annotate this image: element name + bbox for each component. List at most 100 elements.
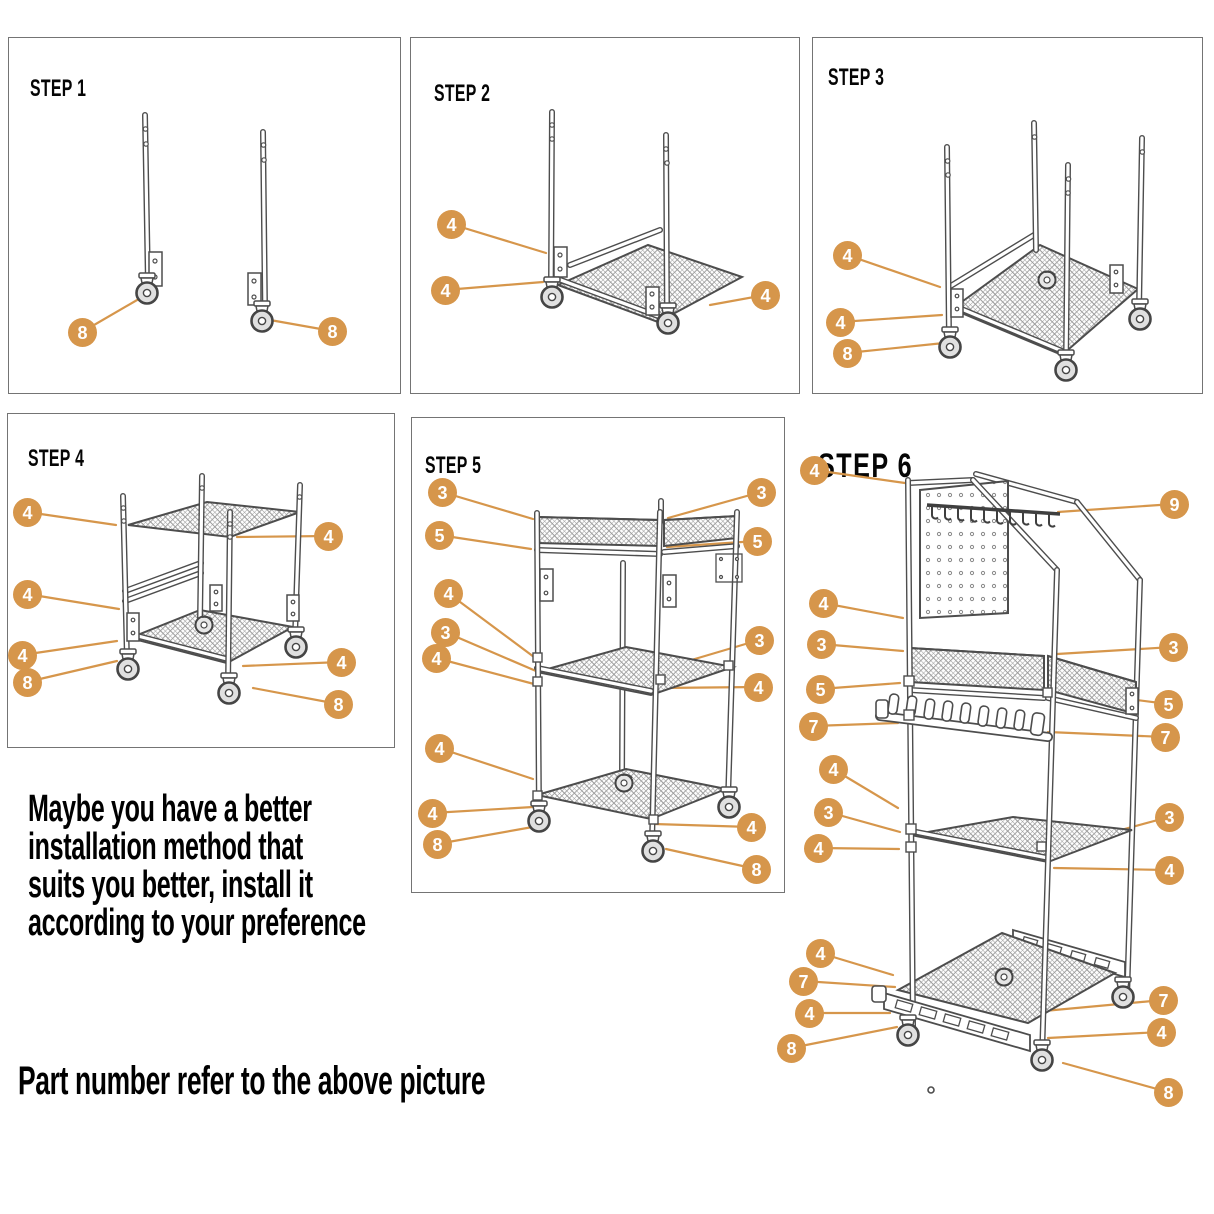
part-number: 4 — [753, 677, 764, 698]
step6-illustration — [871, 471, 1143, 1072]
part-number: 3 — [1168, 637, 1179, 658]
part-callout: 4 — [800, 456, 829, 485]
step2-panel — [410, 37, 800, 394]
part-callout: 3 — [814, 798, 843, 827]
part-number: 8 — [333, 694, 344, 715]
step5-illustration — [527, 498, 743, 863]
part-callout: 4 — [422, 644, 451, 673]
installation-note: Maybe you have a better installation met… — [28, 790, 366, 942]
part-callout: 4 — [826, 308, 855, 337]
part-number: 4 — [22, 502, 33, 523]
part-number: 4 — [17, 645, 28, 666]
part-number: 3 — [440, 622, 451, 643]
part-callout: 7 — [1149, 986, 1178, 1015]
part-number: 4 — [427, 803, 438, 824]
part-number: 5 — [752, 531, 763, 552]
part-number: 9 — [1169, 494, 1180, 515]
part-number: 3 — [823, 802, 834, 823]
note-line: suits you better, install it — [28, 864, 313, 906]
part-number: 5 — [815, 679, 826, 700]
part-callout: 4 — [833, 241, 862, 270]
step4-title: STEP 4 — [28, 444, 85, 472]
step1-illustration — [135, 112, 274, 333]
part-callout: 8 — [1154, 1078, 1183, 1107]
part-callout: 4 — [425, 734, 454, 763]
note-line: according to your preference — [28, 902, 366, 944]
part-callout: 4 — [434, 579, 463, 608]
part-number: 4 — [440, 280, 451, 301]
part-number: 8 — [842, 343, 853, 364]
step3-illustration — [938, 120, 1152, 382]
part-callout: 3 — [1159, 633, 1188, 662]
part-callout: 4 — [737, 813, 766, 842]
part-callout: 5 — [806, 675, 835, 704]
part-callout: 4 — [8, 641, 37, 670]
part-number: 8 — [751, 859, 762, 880]
part-callout: 4 — [437, 210, 466, 239]
part-number: 4 — [809, 460, 820, 481]
part-number: 7 — [1160, 727, 1171, 748]
part-number: 4 — [760, 285, 771, 306]
part-number: 4 — [22, 584, 33, 605]
part-callout: 5 — [1154, 690, 1183, 719]
part-callout: 4 — [418, 799, 447, 828]
part-callout: 3 — [431, 618, 460, 647]
part-number: 3 — [756, 482, 767, 503]
part-callout: 4 — [13, 498, 42, 527]
part-number: 4 — [323, 526, 334, 547]
part-number-note: Part number refer to the above picture — [18, 1059, 486, 1103]
part-number: 4 — [818, 593, 829, 614]
part-number: 3 — [437, 482, 448, 503]
part-callout: 4 — [795, 999, 824, 1028]
part-number: 4 — [434, 738, 445, 759]
part-callout: 8 — [318, 317, 347, 346]
part-number: 4 — [804, 1003, 815, 1024]
part-callout: 4 — [1155, 856, 1184, 885]
part-callout: 4 — [804, 834, 833, 863]
part-callout: 3 — [747, 478, 776, 507]
step5-title: STEP 5 — [425, 451, 482, 479]
part-callout: 5 — [743, 527, 772, 556]
part-number: 4 — [835, 312, 846, 333]
step3-panel — [812, 37, 1203, 394]
part-callout: 4 — [431, 276, 460, 305]
part-number: 8 — [77, 322, 88, 343]
part-number: 3 — [754, 630, 765, 651]
part-callout: 7 — [789, 967, 818, 996]
step5-panel — [411, 417, 785, 893]
part-number: 7 — [798, 971, 809, 992]
part-number: 8 — [786, 1038, 797, 1059]
part-callout: 4 — [751, 281, 780, 310]
part-number: 3 — [816, 634, 827, 655]
part-number: 8 — [432, 834, 443, 855]
part-callout: 8 — [742, 855, 771, 884]
part-callout: 3 — [807, 630, 836, 659]
part-callout: 8 — [423, 830, 452, 859]
step1-title: STEP 1 — [30, 74, 87, 102]
part-callout: 4 — [809, 589, 838, 618]
step1-panel — [8, 37, 401, 394]
part-callout: 8 — [777, 1034, 806, 1063]
part-number: 4 — [815, 943, 826, 964]
part-number: 8 — [1163, 1082, 1174, 1103]
part-callout: 8 — [68, 318, 97, 347]
part-callout: 4 — [327, 648, 356, 677]
stray-dot — [927, 1086, 935, 1094]
part-number: 4 — [446, 214, 457, 235]
part-callout: 7 — [1151, 723, 1180, 752]
part-callout: 4 — [819, 755, 848, 784]
part-number: 4 — [336, 652, 347, 673]
part-number: 4 — [746, 817, 757, 838]
step2-title: STEP 2 — [434, 79, 491, 107]
part-callout: 3 — [745, 626, 774, 655]
part-number: 5 — [1163, 694, 1174, 715]
part-callout: 3 — [428, 478, 457, 507]
part-callout: 9 — [1160, 490, 1189, 519]
part-callout: 4 — [13, 580, 42, 609]
part-callout: 3 — [1155, 803, 1184, 832]
part-number: 4 — [431, 648, 442, 669]
part-callout: 4 — [806, 939, 835, 968]
part-number: 4 — [1164, 860, 1175, 881]
part-number: 4 — [842, 245, 853, 266]
part-callout: 4 — [744, 673, 773, 702]
